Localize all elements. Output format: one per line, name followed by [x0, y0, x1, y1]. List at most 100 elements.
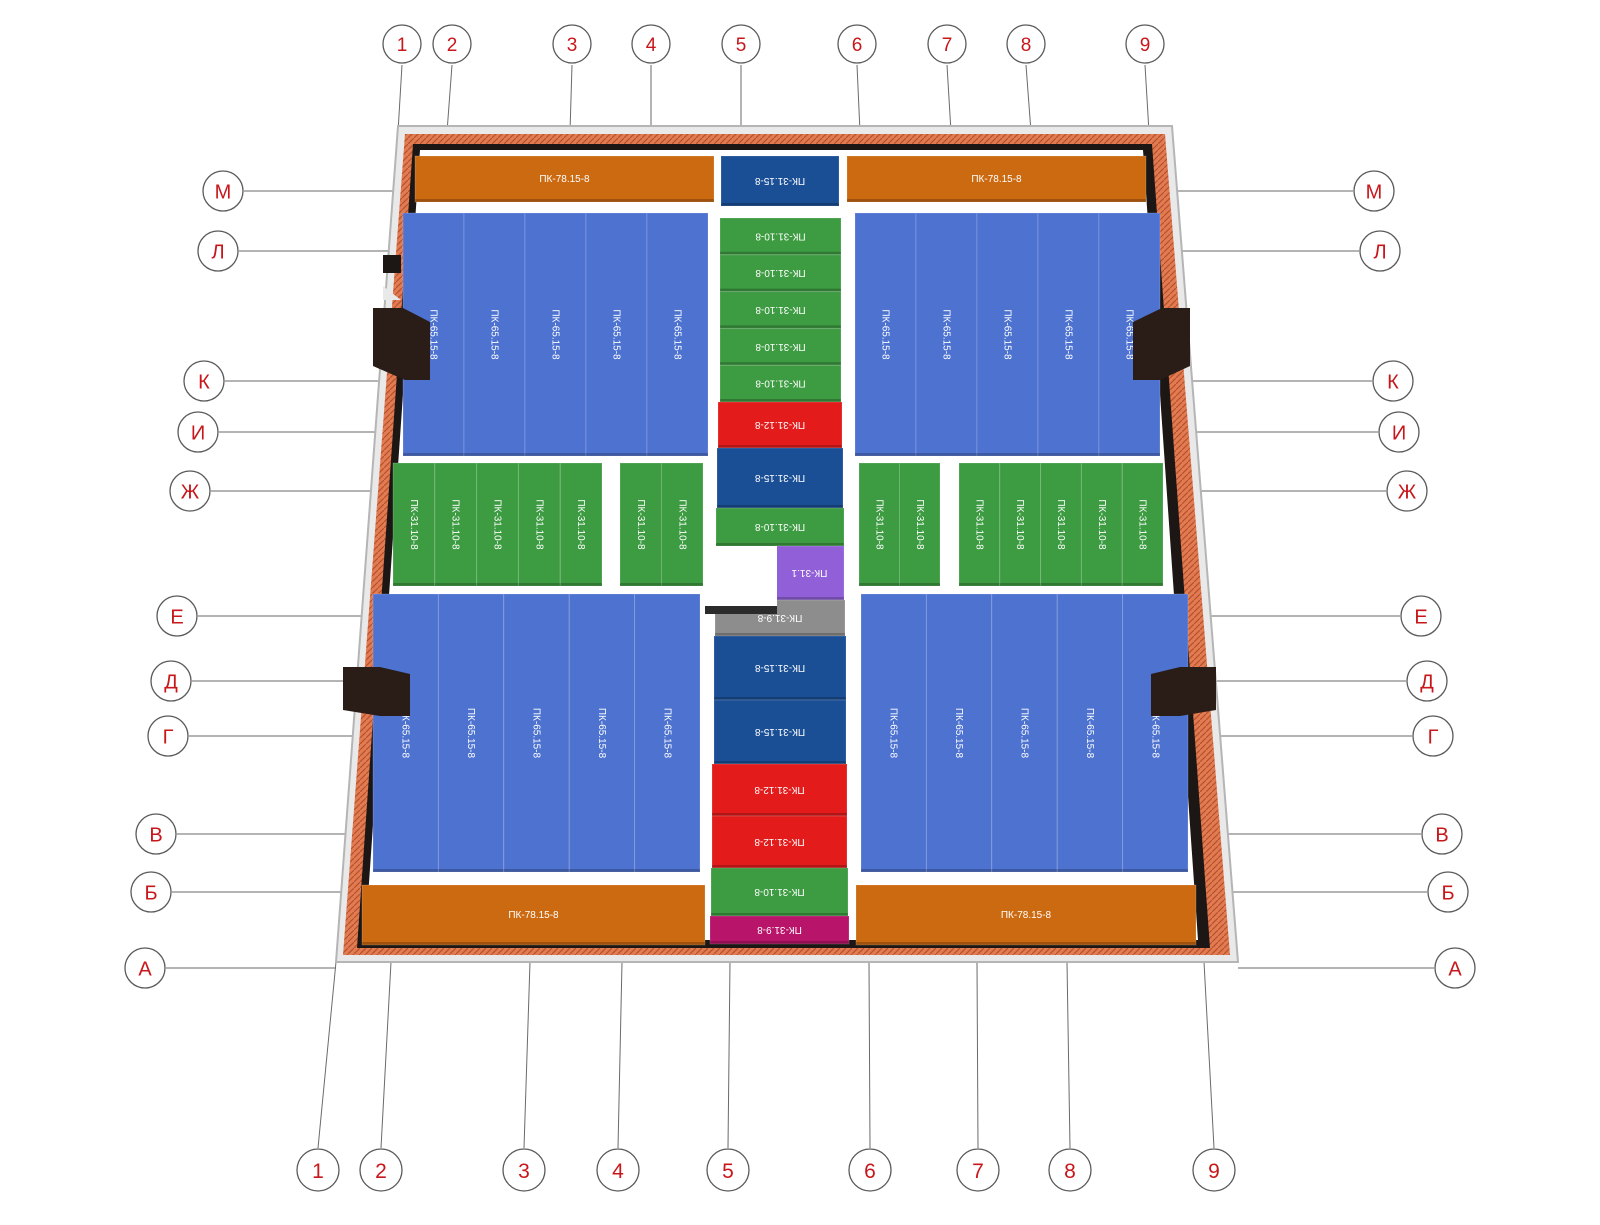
axis-leader-top-1 — [397, 64, 403, 133]
slab-pk31-15[interactable]: ПК-31.15-8 — [716, 447, 844, 509]
slab-pk31-10[interactable]: ПК-31.10-8 — [715, 507, 845, 547]
slab-pk31-10[interactable]: ПК-31.10-8 — [619, 462, 662, 587]
slab-pk65[interactable]: ПК-65.15-8 — [437, 593, 505, 873]
slab-edge-shadow — [711, 913, 848, 916]
slab-body — [1080, 462, 1123, 587]
slab-pk31-10[interactable]: ПК-31.10-8 — [434, 462, 478, 587]
axis-bubble-circle — [135, 813, 177, 855]
slab-body — [715, 507, 845, 547]
slab-body — [719, 364, 842, 403]
slab-pk78[interactable]: ПК-78.15-8 — [414, 155, 715, 203]
slab-pk31-10[interactable]: ПК-31.10-8 — [1080, 462, 1123, 587]
axis-bubble-circle — [156, 595, 198, 637]
slab-label: ПК-31.10-8 — [1137, 499, 1148, 550]
slab-pk31-10[interactable]: ПК-31.10-8 — [858, 462, 900, 587]
slab-edge-shadow — [518, 583, 561, 586]
slab-pk65[interactable]: ПК-65.15-8 — [925, 593, 993, 873]
slab-pk65[interactable]: ПК-65.15-8 — [372, 593, 439, 873]
slab-pk65[interactable]: ПК-65.15-8 — [463, 212, 526, 457]
slab-pk65[interactable]: ПК-65.15-8 — [503, 593, 570, 873]
slab-pk31-12[interactable]: ПК-31.12-8 — [711, 763, 848, 817]
slab-pk65[interactable]: ПК-65.15-8 — [585, 212, 648, 457]
slab-pk31-10[interactable]: ПК-31.10-8 — [719, 327, 842, 366]
axis-right-К: К — [1372, 360, 1414, 402]
slab-body — [517, 462, 561, 587]
slab-edge-shadow — [717, 505, 843, 508]
slab-pk65[interactable]: ПК-65.15-8 — [915, 212, 978, 457]
slab-pk31-12[interactable]: ПК-31.12-8 — [717, 401, 843, 449]
slab-pk31-10[interactable]: ПК-31.10-8 — [899, 462, 941, 587]
axis-right-Д: Д — [1406, 660, 1448, 702]
axis-bubble-label: А — [1448, 959, 1462, 981]
slab-label: ПК-65.15-8 — [1002, 309, 1013, 360]
slab-edge-shadow — [503, 869, 570, 872]
slab-pk31-10[interactable]: ПК-31.10-8 — [517, 462, 561, 587]
slab-pk65[interactable]: ПК-65.15-8 — [1056, 593, 1124, 873]
slab-pk65[interactable]: ПК-65.15-8 — [860, 593, 927, 873]
axis-bubble-label: Л — [211, 242, 224, 264]
slab-pk31-10[interactable]: ПК-31.10-8 — [661, 462, 704, 587]
slab-pk78[interactable]: ПК-78.15-8 — [846, 155, 1147, 203]
slab-pk31-10[interactable]: ПК-31.10-8 — [958, 462, 1001, 587]
slab-pk31-15[interactable]: ПК-31.15-8 — [720, 155, 840, 207]
axis-bubble-circle — [1048, 1148, 1092, 1192]
slab-label: ПК-65.15-8 — [550, 309, 561, 360]
slab-pk31-10[interactable]: ПК-31.10-8 — [1121, 462, 1164, 587]
slab-label: ПК-65.15-8 — [611, 309, 622, 360]
slab-body — [991, 593, 1058, 873]
slab-pk78[interactable]: ПК-78.15-8 — [361, 884, 706, 946]
axis-bubble-label: 9 — [1140, 35, 1151, 56]
slab-pk31-12[interactable]: ПК-31.12-8 — [711, 815, 848, 869]
slab-body — [713, 699, 847, 765]
slab-body — [1037, 212, 1100, 457]
slab-pk31-10[interactable]: ПК-31.10-8 — [710, 867, 849, 917]
slab-pk65[interactable]: ПК-65.15-8 — [646, 212, 709, 457]
slab-pk78[interactable]: ПК-78.15-8 — [855, 884, 1197, 946]
slab-body — [925, 593, 993, 873]
axis-bubble-circle — [359, 1148, 403, 1192]
slab-pk65[interactable]: ПК-65.15-8 — [634, 593, 701, 873]
slab-pk31-10[interactable]: ПК-31.10-8 — [476, 462, 519, 587]
slab-label: ПК-31.10-8 — [1014, 499, 1025, 550]
slab-pk65[interactable]: ПК-65.15-8 — [1037, 212, 1100, 457]
slab-label: ПК-65.15-8 — [1124, 309, 1135, 360]
axis-bottom-5: 5 — [706, 1148, 750, 1192]
slab-pk31-partial[interactable]: ПК-31.1 — [774, 545, 845, 601]
axis-bubble-circle — [147, 715, 189, 757]
slab-pk65[interactable]: ПК-65.15-8 — [991, 593, 1058, 873]
slab-label: ПК-31.10-8 — [635, 499, 646, 550]
slab-body — [719, 254, 842, 293]
axis-bubble-label: 7 — [972, 1160, 984, 1183]
axis-leader-top-9 — [1144, 64, 1150, 133]
slab-pk31-10[interactable]: ПК-31.10-8 — [392, 462, 436, 587]
slab-pk65[interactable]: ПК-65.15-8 — [854, 212, 917, 457]
slab-pk31-10[interactable]: ПК-31.10-8 — [719, 291, 842, 329]
wall-notch-left — [383, 255, 401, 273]
slab-pk65[interactable]: ПК-65.15-8 — [976, 212, 1039, 457]
slab-pk31-10[interactable]: ПК-31.10-8 — [1040, 462, 1082, 587]
slab-pk31-10[interactable]: ПК-31.10-8 — [999, 462, 1042, 587]
slab-body — [716, 447, 844, 509]
slab-pk65[interactable]: ПК-65.15-8 — [1122, 593, 1189, 873]
axis-right-Ж: Ж — [1386, 470, 1428, 512]
slab-label: ПК-65.15-8 — [672, 309, 683, 360]
slab-body — [711, 815, 848, 869]
floor-opening — [705, 546, 777, 614]
slab-pk65[interactable]: ПК-65.15-8 — [568, 593, 636, 873]
slab-pk31-15[interactable]: ПК-31.15-8 — [713, 635, 847, 701]
slab-label: ПК-78.15-8 — [508, 910, 559, 921]
slab-pk31-10[interactable]: ПК-31.10-8 — [559, 462, 603, 587]
slab-edge-shadow — [1122, 869, 1188, 872]
slab-pk31-10[interactable]: ПК-31.10-8 — [719, 254, 842, 293]
slab-label: ПК-65.15-8 — [596, 708, 607, 759]
slab-body — [437, 593, 505, 873]
slab-edge-shadow — [415, 199, 714, 202]
slab-pk65[interactable]: ПК-65.15-8 — [524, 212, 587, 457]
axis-bubble-circle — [1400, 595, 1442, 637]
slab-pk31-15[interactable]: ПК-31.15-8 — [713, 699, 847, 765]
slab-pk31-10[interactable]: ПК-31.10-8 — [719, 364, 842, 403]
axis-bubble-label: М — [215, 182, 232, 204]
slab-pk31-10[interactable]: ПК-31.10-8 — [719, 217, 842, 256]
slab-pk31-9[interactable]: ПК-31.9-8 — [709, 915, 850, 945]
